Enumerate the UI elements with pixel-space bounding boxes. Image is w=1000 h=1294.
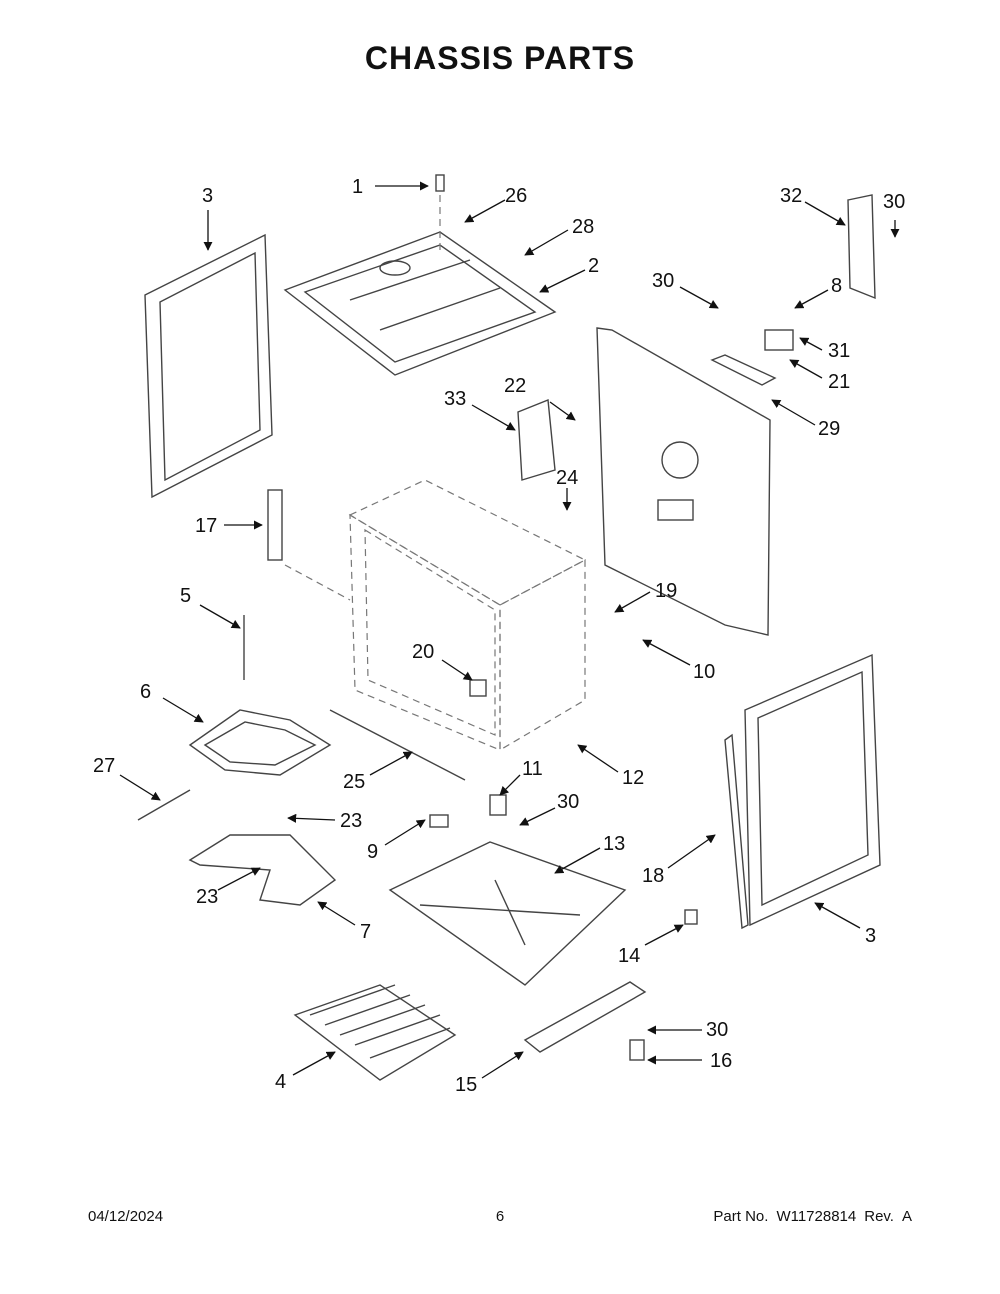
cooktop-tray-part xyxy=(283,231,557,376)
callout-label: 31 xyxy=(828,340,850,362)
hardware-20-part xyxy=(469,679,487,697)
footer-part-number: Part No. W11728814 Rev. A xyxy=(705,1208,912,1225)
callout-label: 11 xyxy=(522,758,543,780)
page-title: CHASSIS PARTS xyxy=(364,40,636,76)
oven-rack-part xyxy=(293,984,457,1081)
callout-label: 20 xyxy=(412,641,434,663)
broil-element-part xyxy=(188,709,332,776)
hardware-9-part xyxy=(429,814,449,828)
callout-label: 21 xyxy=(828,371,850,393)
footer-date: 04/12/2024 xyxy=(88,1208,164,1225)
callout-label: 9 xyxy=(367,841,378,863)
callout-labels: 3 1 26 28 2 32 30 30 8 31 21 29 22 33 24… xyxy=(93,176,905,1096)
side-panel-right-part xyxy=(744,653,881,927)
probe-part xyxy=(137,789,191,821)
callout-label: 26 xyxy=(505,185,527,207)
side-panel-left-part xyxy=(144,233,273,499)
callout-label: 25 xyxy=(343,771,365,793)
terminal-block-part xyxy=(710,329,794,386)
rev-value: A xyxy=(901,1208,912,1225)
slide-part xyxy=(523,981,647,1053)
control-bracket-part xyxy=(517,399,556,481)
part-no-label: Part No. xyxy=(713,1208,769,1225)
callout-label: 30 xyxy=(883,191,905,213)
callout-label: 14 xyxy=(618,945,640,967)
footer-page-number: 6 xyxy=(495,1208,505,1225)
callout-leaders xyxy=(119,181,900,1079)
rev-label: Rev. xyxy=(864,1208,894,1225)
callout-label: 6 xyxy=(140,681,151,703)
callout-label: 22 xyxy=(504,375,526,397)
callout-label: 8 xyxy=(831,275,842,297)
callout-label: 33 xyxy=(444,388,466,410)
callout-label: 15 xyxy=(455,1074,477,1096)
callout-label: 16 xyxy=(710,1050,732,1072)
callout-label: 5 xyxy=(180,585,191,607)
callout-label: 23 xyxy=(340,810,362,832)
callout-label: 2 xyxy=(588,255,599,277)
callout-label: 30 xyxy=(706,1019,728,1041)
leveler-part xyxy=(629,1039,645,1061)
callout-label: 23 xyxy=(196,886,218,908)
rail-part xyxy=(329,709,466,781)
clip-part xyxy=(684,909,698,925)
hinge-receiver-part xyxy=(267,489,351,601)
callout-label: 1 xyxy=(352,176,363,198)
callout-label: 27 xyxy=(93,755,115,777)
callout-label: 18 xyxy=(642,865,664,887)
callout-label: 32 xyxy=(780,185,802,207)
callout-label: 7 xyxy=(360,921,371,943)
callout-label: 28 xyxy=(572,216,594,238)
callout-label: 24 xyxy=(556,467,578,489)
callout-label: 10 xyxy=(693,661,715,683)
bracket-part xyxy=(847,194,876,300)
callout-label: 3 xyxy=(202,185,213,207)
callout-label: 30 xyxy=(557,791,579,813)
callout-label: 12 xyxy=(622,767,644,789)
callout-label: 3 xyxy=(865,925,876,947)
callout-label: 13 xyxy=(603,833,625,855)
part-no-value: W11728814 xyxy=(776,1208,857,1225)
callout-label: 19 xyxy=(655,580,677,602)
oven-cavity-part xyxy=(348,479,587,752)
rear-panel-part xyxy=(596,327,771,636)
callout-label: 4 xyxy=(275,1071,286,1093)
callout-label: 17 xyxy=(195,515,217,537)
screw-part xyxy=(435,174,445,255)
trim-strip-part xyxy=(724,733,749,930)
bottom-panel-part xyxy=(388,841,627,986)
callout-label: 29 xyxy=(818,418,840,440)
callout-label: 30 xyxy=(652,270,674,292)
bake-element-part xyxy=(188,834,337,906)
hardware-11-part xyxy=(489,794,507,816)
